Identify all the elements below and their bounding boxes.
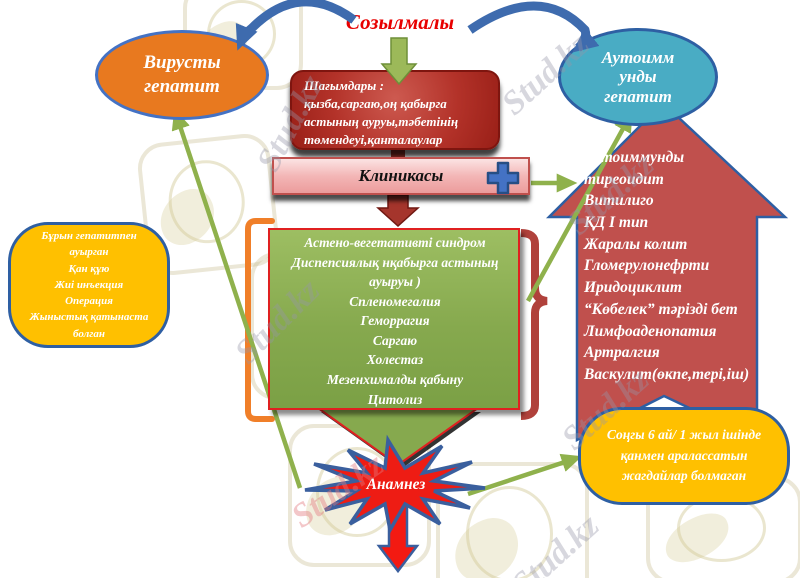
connector-anamnesis-to-viral [171, 108, 303, 489]
diagram-title: Созылмалы [345, 10, 455, 34]
symptoms-text: Астено-вегетативті синдром Диспепсиялық … [291, 235, 499, 407]
viral-history-node: Бұрын гепатитпен ауырган Қан құю Жиі инъ… [8, 222, 170, 348]
autoimmune-history-node: Соңгы 6 ай/ 1 жыл ішінде қанмен араласса… [578, 407, 790, 505]
anamnesis-star [304, 434, 486, 535]
symptoms-node [268, 228, 520, 410]
connector-brace-to-autoimmune [526, 111, 633, 303]
clinic-node: Клиникасы [272, 157, 530, 195]
autoimmune-hepatitis-node: Аутоимм унды гепатит [558, 28, 718, 126]
connector-anamnesis-to-history [467, 453, 583, 497]
clinic-down-arrow [376, 194, 420, 228]
autoimmune-manifestations-text: Аутоиммунды тиреоидит Витилиго ҚД І тип … [584, 149, 750, 383]
autoimmune-up-arrow [545, 101, 789, 443]
anamnesis-label: Анамнез [366, 476, 426, 493]
viral-hepatitis-node: Вирусты гепатит [95, 30, 269, 120]
bottom-down-arrow [376, 503, 420, 574]
plus-icon [485, 160, 521, 201]
clinic-label: Клиникасы [358, 166, 444, 185]
right-brace [520, 229, 548, 420]
complaints-node: Шағымдары : қызба,саргаю,оң қабырга асты… [290, 70, 500, 150]
left-bracket [245, 218, 275, 422]
